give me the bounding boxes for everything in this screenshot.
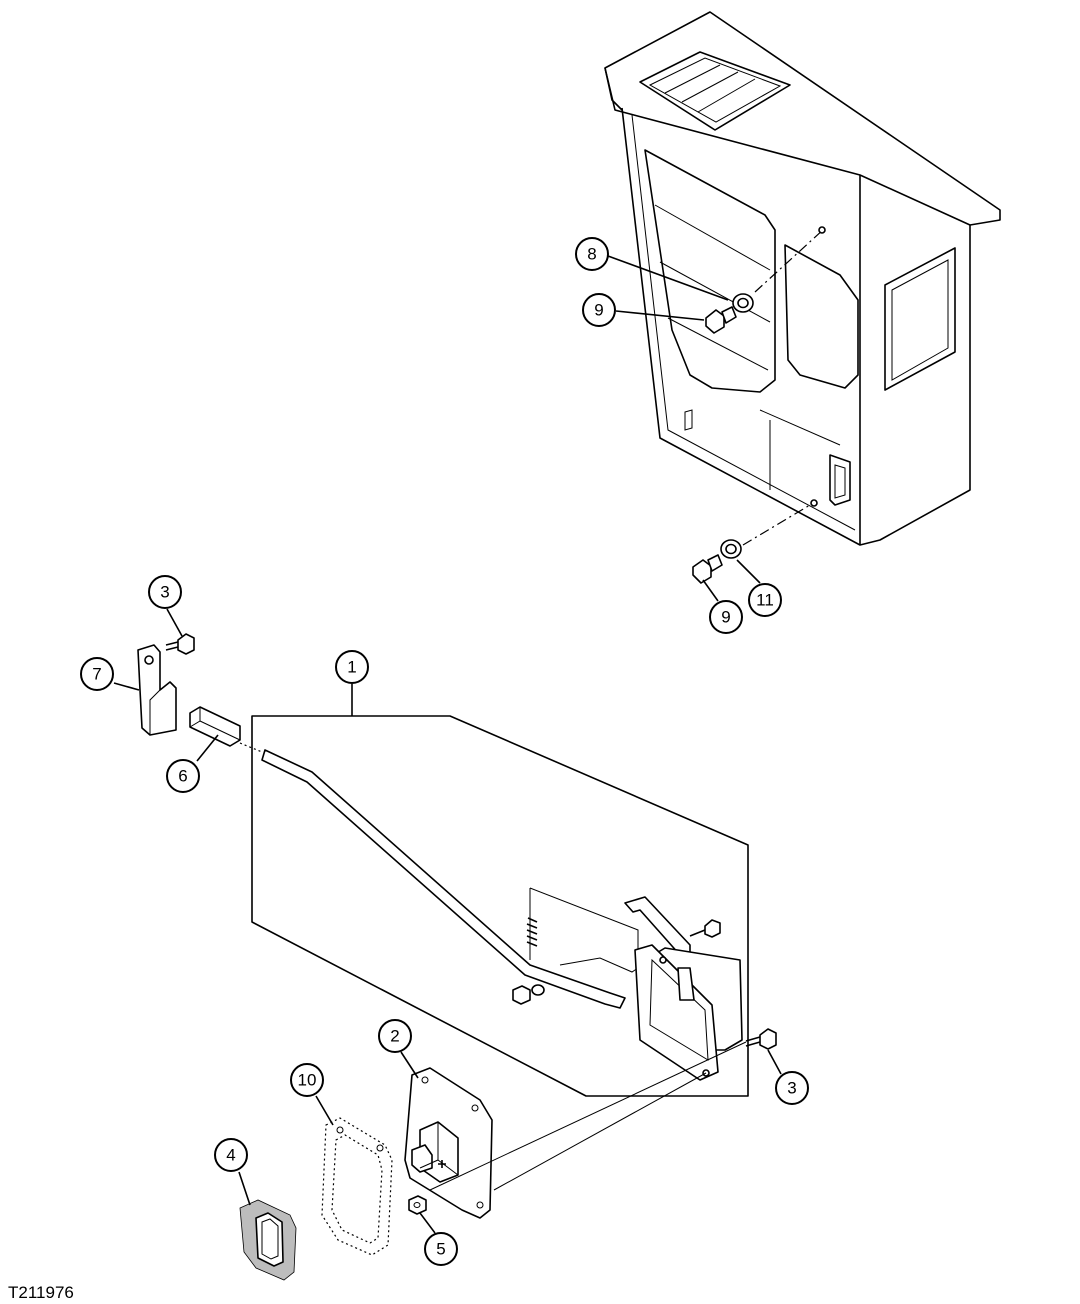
part-11-bumper [720,539,742,559]
callout-3-upper: 3 [148,575,182,609]
callout-3-lower: 3 [775,1071,809,1105]
svg-text:11: 11 [756,591,774,610]
part-6-grip [189,706,241,747]
callout-5: 5 [424,1232,458,1266]
svg-text:6: 6 [178,767,187,786]
part-7-bracket [137,644,177,736]
callout-2: 2 [378,1019,412,1053]
operator-cab [604,11,1001,546]
part-1-lever-assembly [239,715,749,1097]
svg-text:9: 9 [594,301,603,320]
callout-6: 6 [166,759,200,793]
callout-11: 11 [748,583,782,617]
callout-9-upper: 9 [582,293,616,327]
callout-1: 1 [335,650,369,684]
part-9-stop-lower [692,554,723,584]
part-8-bumper [732,293,754,313]
svg-text:7: 7 [92,665,101,684]
part-4-boot [239,1199,297,1281]
callout-10: 10 [290,1063,324,1097]
callout-8: 8 [575,237,609,271]
svg-text:2: 2 [390,1027,399,1046]
figure-id: T211976 [8,1283,74,1302]
part-3-bolt-lower [745,1028,777,1050]
svg-text:3: 3 [787,1079,796,1098]
svg-text:3: 3 [160,583,169,602]
part-3-bolt-upper [165,633,195,655]
svg-text:9: 9 [721,608,730,627]
callout-7: 7 [80,657,114,691]
svg-text:8: 8 [587,245,596,264]
callout-9-lower: 9 [709,600,743,634]
svg-text:10: 10 [298,1071,317,1090]
part-5-nut [408,1195,427,1215]
svg-text:5: 5 [436,1240,445,1259]
svg-text:1: 1 [347,658,356,677]
part-10-gasket [321,1117,393,1256]
callout-4: 4 [214,1138,248,1172]
part-2-plate [404,1067,493,1219]
part-9-stop-upper [705,306,737,334]
svg-text:4: 4 [226,1146,235,1165]
